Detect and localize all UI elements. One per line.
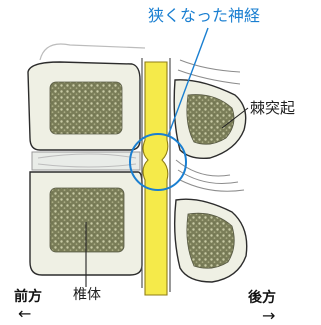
left-arrow-icon: ← bbox=[18, 306, 31, 322]
back-direction-label: 後方 bbox=[248, 291, 276, 305]
front-direction-label: 前方 bbox=[14, 290, 42, 304]
spinous-process-label: 棘突起 bbox=[250, 101, 295, 116]
upper-vertebral-body bbox=[28, 62, 140, 150]
spinal-nerve bbox=[143, 62, 168, 295]
vertebral-body-label: 椎体 bbox=[73, 288, 101, 302]
right-arrow-icon: → bbox=[262, 308, 275, 324]
narrowed-nerve-label: 狭くなった神経 bbox=[148, 8, 260, 24]
intervertebral-disc bbox=[32, 152, 140, 170]
spine-contour-top bbox=[40, 44, 145, 60]
lower-spinous-process bbox=[175, 199, 247, 282]
